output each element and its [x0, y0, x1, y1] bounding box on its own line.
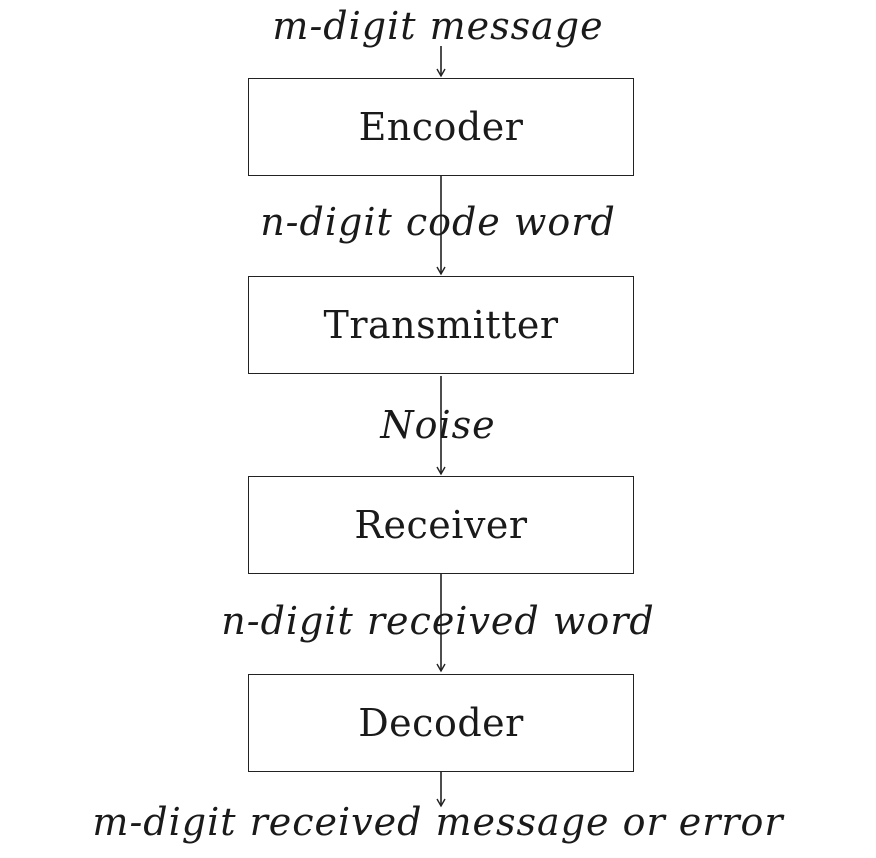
encoder-block-label: Encoder	[358, 105, 524, 149]
output-message-label: m-digit received message or error	[92, 800, 784, 844]
receiver-block-label: Receiver	[354, 503, 528, 547]
decoder-block-label: Decoder	[358, 701, 524, 745]
encoder-block: Encoder	[248, 78, 634, 176]
noise-label: Noise	[380, 403, 496, 447]
input-message-label: m-digit message	[272, 4, 604, 48]
receiver-block: Receiver	[248, 476, 634, 574]
transmitter-block-label: Transmitter	[323, 303, 559, 347]
decoder-block: Decoder	[248, 674, 634, 772]
transmitter-block: Transmitter	[248, 276, 634, 374]
code-word-label: n-digit code word	[260, 200, 616, 244]
received-word-label: n-digit received word	[221, 599, 655, 643]
